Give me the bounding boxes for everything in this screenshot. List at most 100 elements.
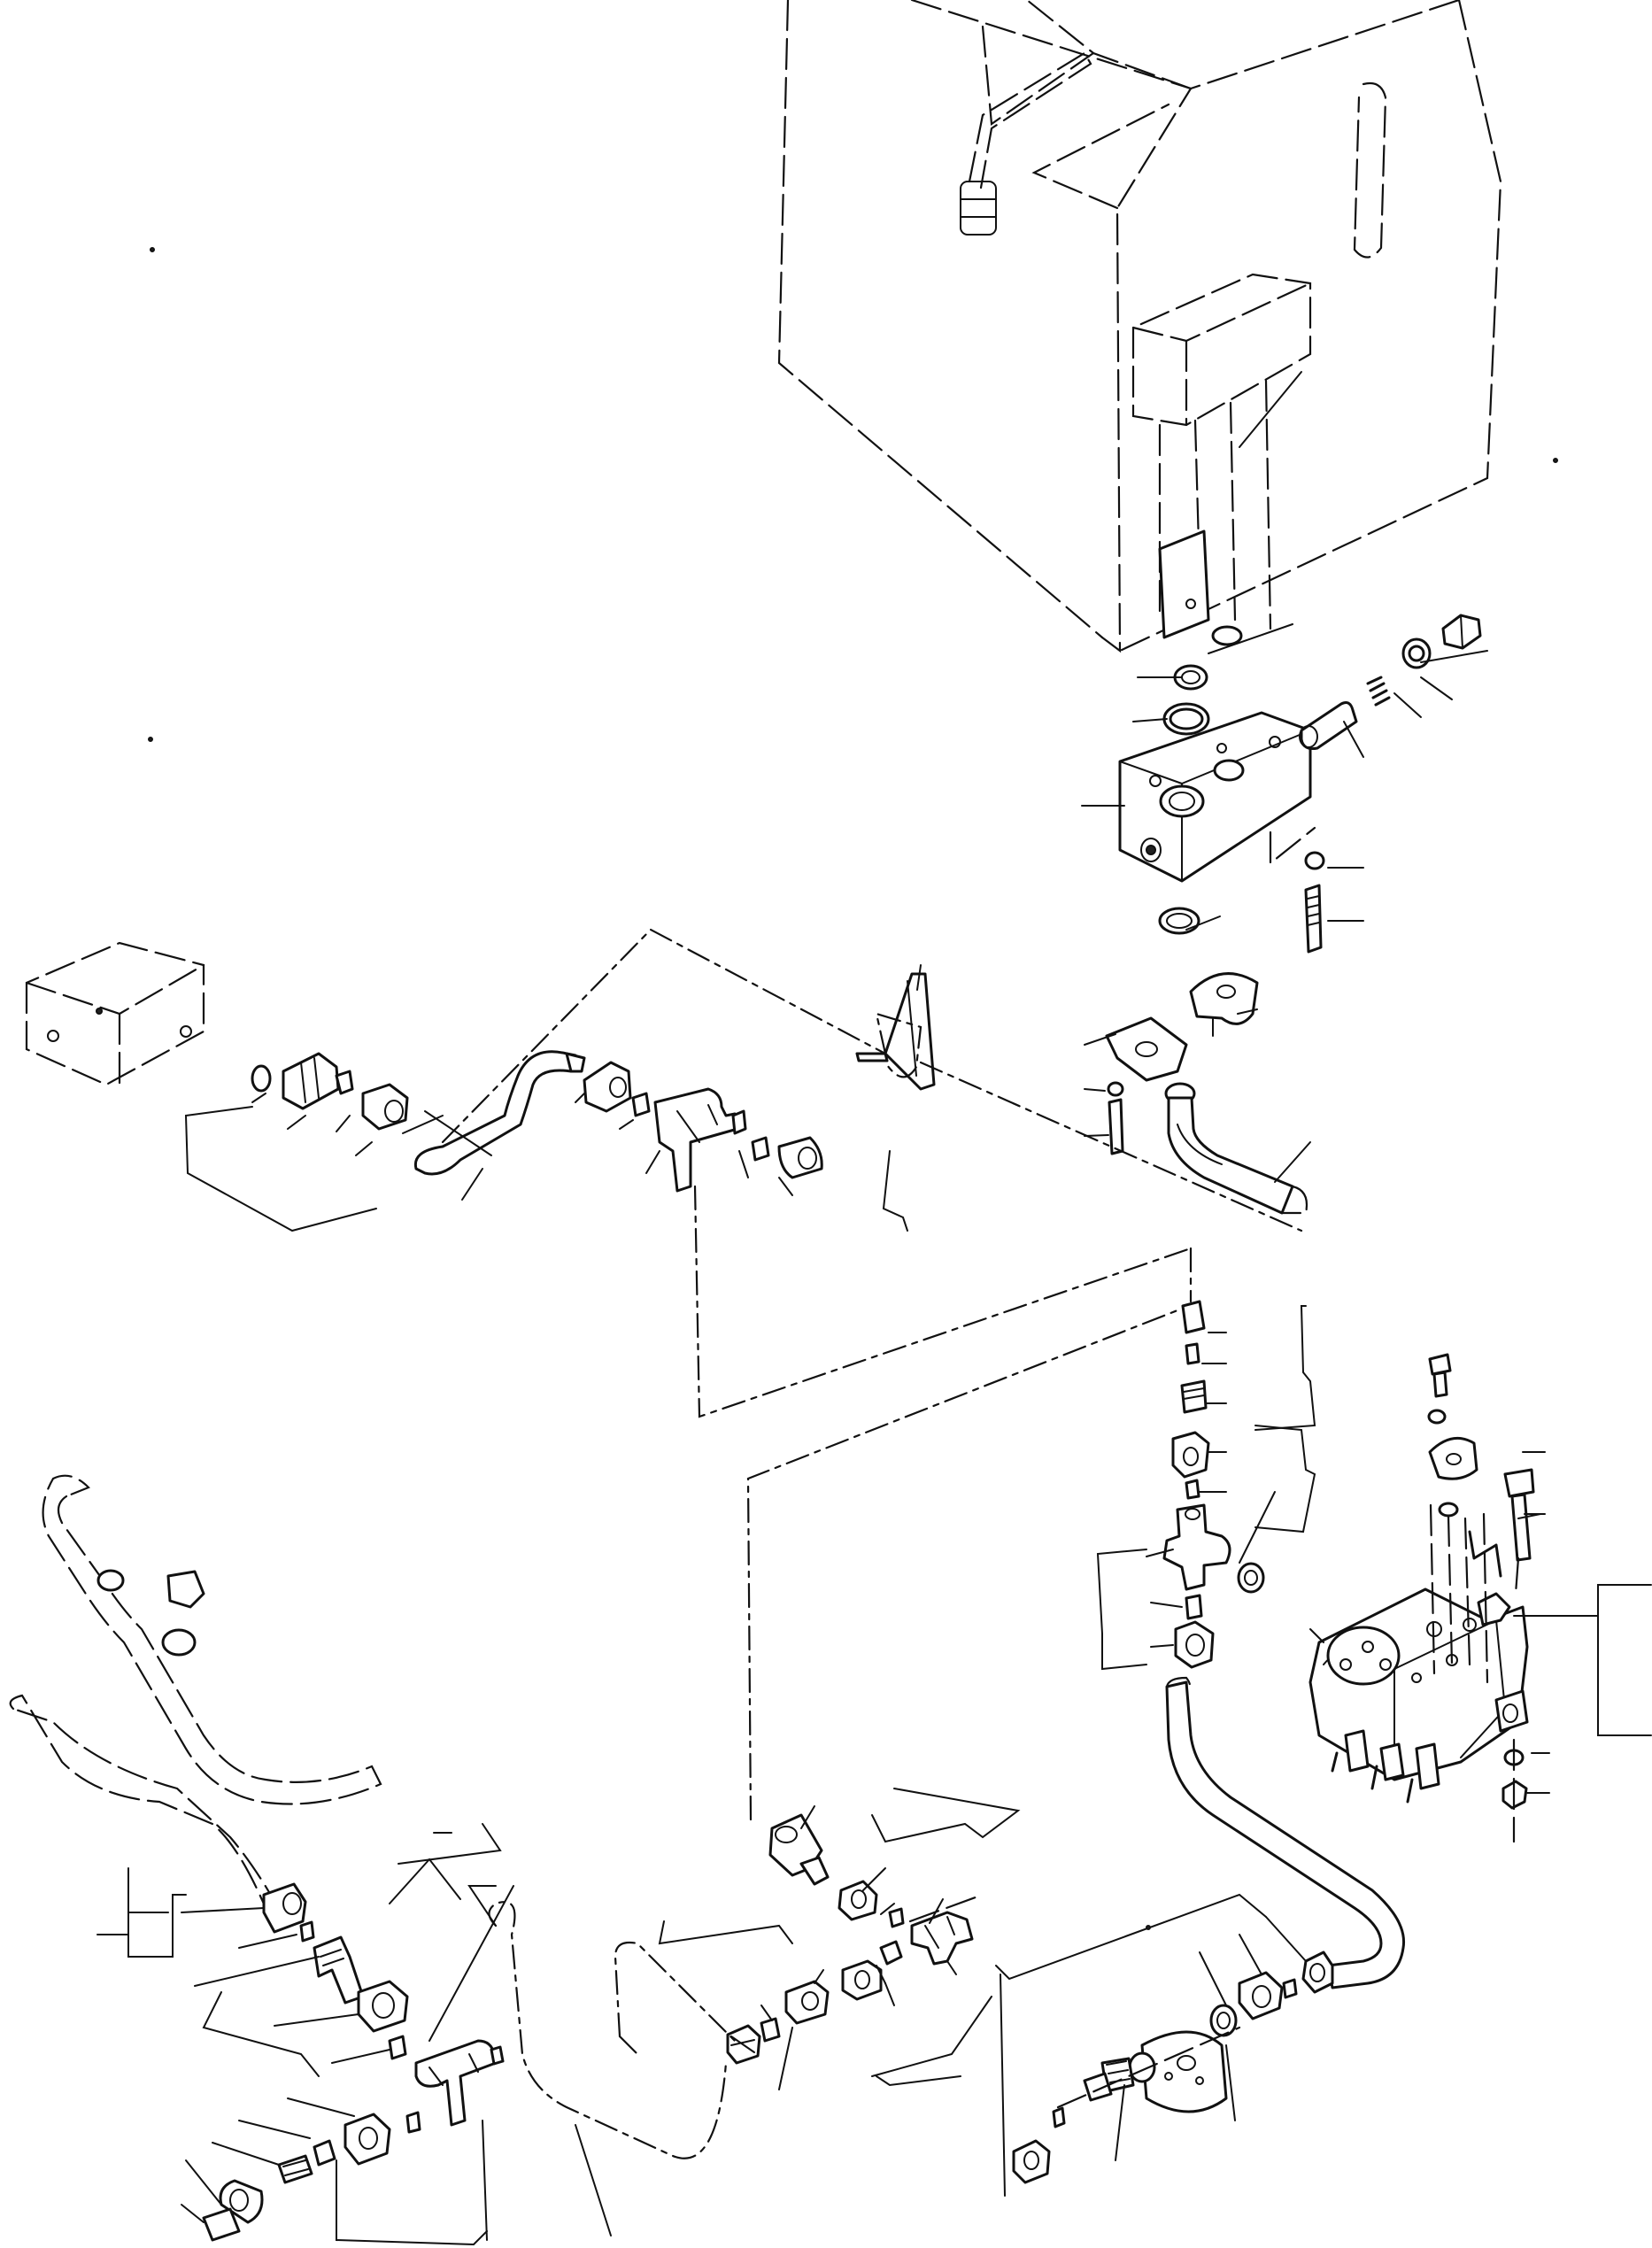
callout-leader-line [287, 1115, 306, 1130]
dashed-pipes-left [9, 1474, 382, 1920]
hydraulic-tank-outline [777, 0, 1502, 653]
callout-leader-line [1199, 1951, 1227, 2006]
callout-leader-line [884, 1982, 895, 2006]
callout-leader-line [287, 2097, 355, 2117]
callout-leader-line [778, 2027, 793, 2090]
callout-bracket [467, 1885, 497, 1927]
callout-leader-line [251, 1093, 266, 1103]
pull-handle [855, 972, 936, 1091]
check-valve-parts [1299, 614, 1482, 750]
callout-leader-line [355, 1141, 373, 1156]
callout-bracket [398, 1823, 502, 1865]
callout-leader-line [1150, 1644, 1174, 1648]
callout-leader-line [1393, 692, 1422, 718]
dashed-routing-upper [441, 928, 1303, 1418]
callout-leader-line [800, 1805, 815, 1829]
callout-bracket [871, 1788, 1021, 1843]
callout-leader-line [946, 1960, 957, 1975]
callout-leader-line [1239, 371, 1302, 448]
pilot-line-fittings [251, 1052, 409, 1131]
callout-leader-line [575, 1093, 585, 1103]
callout-leader-line [1420, 676, 1453, 700]
callout-bracket [482, 2120, 488, 2241]
callout-leader-line [238, 1934, 297, 1949]
callout-leader-line [738, 1150, 749, 1178]
callout-bracket [127, 1867, 187, 1958]
callout-leader-line [1237, 1008, 1258, 1015]
callout-leader-line [424, 1110, 492, 1156]
callout-leader-line [194, 1956, 320, 1987]
callout-leader-line [1084, 1088, 1106, 1092]
manifold-seal-parts [1158, 529, 1243, 736]
callout-leader-line [1132, 718, 1168, 722]
callout-leader-line [428, 1885, 514, 2042]
valve-bank-bolts [1427, 1353, 1535, 1843]
callout-leader-line [1309, 1628, 1324, 1643]
callout-leader-line [336, 1115, 351, 1132]
callout-leader-line [1239, 1934, 1262, 1975]
tee-fitting-left [202, 1882, 505, 2242]
callout-leader-line [274, 2013, 359, 2027]
dashed-line-center [488, 1901, 737, 2159]
tee-fitting-upper [583, 1061, 823, 1193]
callout-leader-line [862, 1867, 886, 1891]
callout-leaders [96, 371, 1652, 2246]
control-valve-bank [1308, 1588, 1529, 1804]
pilot-tube [413, 1050, 586, 1176]
suction-hose [1164, 1082, 1308, 1215]
callout-leader-line [1084, 1033, 1116, 1046]
pilot-block-left [25, 941, 205, 1086]
callout-leader-line [181, 2204, 205, 2223]
callout-leader-line [916, 964, 922, 991]
bulkhead-fitting [1012, 1951, 1334, 2184]
callout-bracket [995, 1893, 1267, 1981]
callout-leader-line [1115, 2084, 1125, 2161]
callout-bracket [1096, 1549, 1147, 1671]
callout-bracket [184, 1106, 377, 1232]
callout-leader-line [212, 2142, 280, 2166]
callout-bracket [658, 1920, 793, 1945]
callout-leader-line [645, 1150, 660, 1174]
callout-leader-line [619, 1119, 634, 1130]
callout-bracket [882, 1150, 908, 1232]
callout-leader-line [760, 2005, 773, 2021]
callout-leader-line [1146, 1549, 1174, 1557]
callout-leader-line [1150, 1602, 1183, 1608]
callout-bracket [1225, 2044, 1236, 2121]
callout-leader-line [1343, 721, 1364, 758]
callout-leader-line [185, 2159, 222, 2206]
callout-bracket [1254, 1305, 1316, 1431]
callout-leader-line [1517, 1513, 1541, 1519]
callout-bracket [871, 1996, 992, 2077]
fitting-stack-right [1162, 1300, 1265, 1669]
callout-leader-line [238, 2120, 311, 2139]
callout-leader-line [1084, 1134, 1109, 1137]
callout-bracket [876, 2075, 961, 2087]
pressure-switch [746, 1309, 1179, 1886]
callout-bracket [1000, 1974, 1006, 2197]
pressure-hose [1165, 1676, 1406, 1989]
tee-fitting-center [726, 1880, 984, 2065]
callout-bracket [575, 2124, 612, 2236]
callout-bracket [202, 1991, 320, 2077]
callout-leader-line [814, 1969, 824, 1984]
callout-leader-line [1420, 650, 1488, 663]
scan-specks [148, 247, 1558, 1930]
callout-leader-line [929, 1898, 944, 1924]
callout-leader-line [331, 2049, 390, 2064]
callout-bracket [336, 2159, 488, 2246]
callout-leader-line [461, 1168, 483, 1201]
callout-bracket [1513, 1584, 1652, 1736]
callout-leader-line [181, 1907, 265, 1913]
callout-leader-line [1185, 915, 1221, 931]
callout-bracket [389, 1858, 461, 1904]
callout-leader-line [1208, 623, 1293, 654]
callout-leader-line [876, 1965, 886, 1984]
manifold-block [1118, 711, 1312, 883]
callout-leader-line [1274, 1141, 1311, 1183]
callout-leader-line [1265, 1916, 1307, 1962]
callout-bracket [1254, 1425, 1316, 1533]
callout-leader-line [880, 1903, 895, 1915]
